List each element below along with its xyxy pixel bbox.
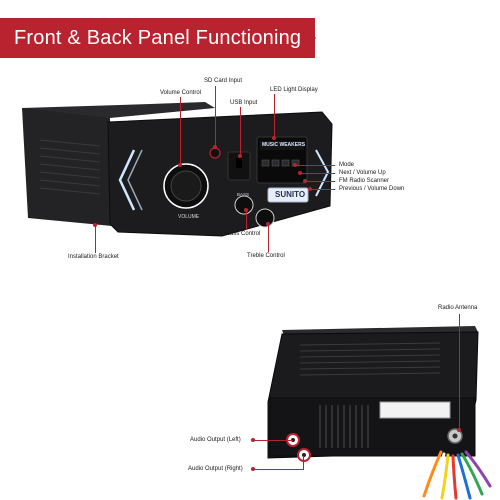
label-volume-control: Volume Control <box>160 90 202 96</box>
label-mode: Mode <box>339 162 355 168</box>
display-strip <box>260 141 304 150</box>
label-previous-volume-down: Previous / Volume Down <box>339 186 405 192</box>
sd-leader-line <box>215 86 216 146</box>
volume-leader-line <box>180 97 181 165</box>
label-radio-antenna: Radio Antenna <box>438 305 478 311</box>
knob-label-volume: VOLUME <box>178 214 200 220</box>
mode-leader-dot <box>293 163 297 167</box>
brand-text: SUNITO <box>275 190 306 199</box>
label-audio-output-left: Audio Output (Left) <box>190 437 241 443</box>
next-leader-line <box>300 173 335 174</box>
treble-leader-line <box>268 224 269 252</box>
audio-right-leader-dot <box>251 467 255 471</box>
title-banner <box>0 18 315 58</box>
label-fm-radio-scanner: FM Radio Scanner <box>339 178 390 184</box>
antenna-leader-dot <box>457 428 461 432</box>
treble-leader-dot <box>266 222 270 226</box>
label-audio-output-right: Audio Output (Right) <box>188 466 243 472</box>
bracket-leader-line <box>95 225 96 253</box>
left-chevron-glow <box>118 149 136 211</box>
audio-left-leader-line <box>253 440 293 441</box>
bracket-leader-dot <box>93 223 97 227</box>
mode-leader-line <box>295 165 335 166</box>
back-vents <box>299 342 441 376</box>
audio-right-leader-riser <box>303 456 304 470</box>
antenna-leader-line <box>459 314 460 430</box>
volume-leader-dot <box>178 163 182 167</box>
fm-leader-line <box>305 181 335 182</box>
right-chevron-glow <box>315 149 330 197</box>
label-sd-card-input: SD Card Input <box>204 78 243 84</box>
label-treble-control: Treble Control <box>247 253 285 259</box>
side-vents <box>39 139 101 195</box>
usb-leader-dot <box>238 154 242 158</box>
label-led-light-display: LED Light Display <box>270 87 318 93</box>
label-bass-control: Bass Control <box>226 231 261 237</box>
prev-leader-dot <box>308 187 312 191</box>
brand-badge <box>267 187 309 203</box>
display-text: MUSIC WEAKERS <box>262 142 306 148</box>
bass-leader-dot <box>244 208 248 212</box>
label-installation-bracket: Installation Bracket <box>68 254 119 260</box>
audio-right-leader-line <box>253 469 304 470</box>
sd-leader-dot <box>213 145 217 149</box>
wiring-harness <box>422 450 492 500</box>
knob-label-bass: BASS <box>237 192 250 197</box>
bass-leader-line <box>246 210 247 230</box>
label-usb-input: USB Input <box>230 100 258 106</box>
rear-sticker <box>379 401 451 419</box>
usb-leader-line <box>240 107 241 156</box>
banner-title: Front & Back Panel Functioning <box>14 27 302 49</box>
led-leader-dot <box>272 136 276 140</box>
prev-leader-line <box>310 189 335 190</box>
fm-leader-dot <box>303 179 307 183</box>
bass-knob <box>234 195 254 215</box>
title-banner-arrow <box>298 18 316 58</box>
label-next-volume-up: Next / Volume Up <box>339 170 386 176</box>
led-leader-line <box>274 94 275 138</box>
next-leader-dot <box>298 171 302 175</box>
audio-left-leader-dot <box>251 438 255 442</box>
rear-slots <box>319 405 369 448</box>
